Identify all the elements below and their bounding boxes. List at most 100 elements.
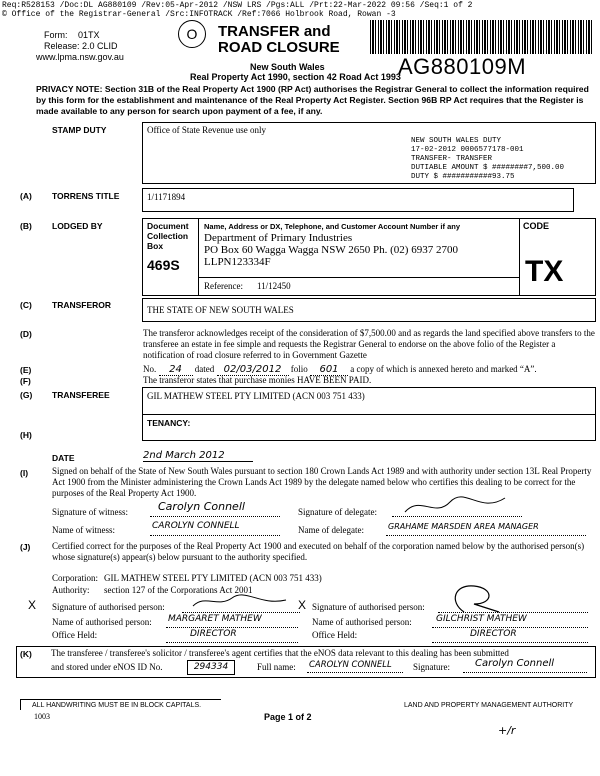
fullname-label: Full name: (257, 662, 296, 672)
name-address-header: Name, Address or DX, Telephone, and Cust… (204, 222, 461, 231)
folio-value: 601 (310, 364, 348, 376)
section-g-code: (G) (20, 390, 33, 400)
k-signature-line (463, 659, 587, 673)
enos-certification-box: (K) The transferee / transferee's solici… (16, 646, 596, 678)
section-i-code: (I) (20, 468, 29, 478)
name-auth2-line (432, 613, 588, 628)
name-auth2-label: Name of authorised person: (312, 617, 412, 627)
form-value: 01TX (78, 30, 100, 40)
authority-label: Authority: (52, 585, 90, 595)
signature-cross-mark: X (298, 598, 307, 612)
office1-line (166, 628, 298, 643)
sig-witness-line (150, 502, 280, 517)
barcode (370, 20, 592, 54)
name-witness-line (150, 521, 280, 536)
sig-auth1-line (182, 598, 300, 613)
stamp-duty-box: Office of State Revenue use only NEW SOU… (142, 122, 596, 184)
page-number: Page 1 of 2 (264, 712, 312, 722)
section-h-code: (H) (20, 430, 32, 440)
purchase-monies-text: The transferor states that purchase moni… (143, 375, 372, 385)
crown-signing-text: Signed on behalf of the State of New Sou… (52, 466, 592, 498)
gazette-no: 24 (158, 364, 193, 376)
auth1-signature (192, 594, 287, 607)
name-delegate-label: Name of delegate: (298, 525, 364, 535)
stamp-text: NEW SOUTH WALES DUTY 17-02-2012 00065771… (411, 137, 564, 182)
enos-text-line1: The transferee / transferee's solicitor … (51, 648, 509, 658)
corporation-value: GIL MATHEW STEEL PTY LIMITED (ACN 003 75… (104, 573, 322, 583)
transferee-box: GIL MATHEW STEEL PTY LIMITED (ACN 003 75… (142, 387, 596, 441)
sig-auth2-label: Signature of authorised person: (312, 602, 425, 612)
section-d-code: (D) (20, 329, 32, 339)
website: www.lpma.nsw.gov.au (36, 52, 124, 62)
reference-value: 11/12450 (257, 281, 291, 291)
office1-label: Office Held: (52, 630, 98, 640)
torrens-title-value: 1/1171894 (147, 192, 186, 202)
transferee-value: GIL MATHEW STEEL PTY LIMITED (ACN 003 75… (147, 391, 365, 401)
lodger-line: LLPN123334F (204, 256, 271, 268)
margin-mark: +/r (498, 724, 516, 737)
office2-label: Office Held: (312, 630, 358, 640)
name-witness-label: Name of witness: (52, 525, 115, 535)
transferor-label: TRANSFEROR (52, 300, 112, 310)
divider (198, 219, 199, 295)
gazette-date: 02/03/2012 (216, 364, 289, 376)
date-label: DATE (52, 453, 75, 463)
lodged-by-label: LODGED BY (52, 221, 103, 231)
doc-collection-box-value: 469S (147, 257, 180, 273)
name-auth1-label: Name of authorised person: (52, 617, 152, 627)
doc-collection-box-label: Document Collection Box (147, 221, 189, 251)
office1-value: DIRECTOR (190, 629, 237, 639)
corporation-label: Corporation: (52, 573, 98, 583)
witness-name: CAROLYN CONNELL (152, 521, 240, 531)
privacy-note: PRIVACY NOTE: Section 31B of the Real Pr… (36, 84, 589, 116)
sig-auth2-line (438, 598, 588, 613)
osr-use-only: Office of State Revenue use only (147, 125, 267, 135)
stamp-line: 17-02-2012 0006577178-001 (411, 146, 524, 154)
form-title-line1: TRANSFER and (218, 23, 331, 40)
name-auth1-line (166, 613, 298, 628)
delegate-signature (404, 496, 506, 513)
sig-auth1-label: Signature of authorised person: (52, 602, 165, 612)
authority-value: section 127 of the Corporations Act 2001 (104, 585, 253, 595)
tenancy-label: TENANCY: (147, 418, 191, 428)
stamp-line: DUTY $ ###########93.75 (411, 173, 515, 181)
signature-cross-mark: X (28, 598, 37, 612)
corporation-certification-text: Certified correct for the purposes of th… (52, 541, 585, 562)
gazette-line: No. 24 dated 02/03/2012 folio 601 a copy… (143, 364, 595, 376)
section-a-code: (A) (20, 191, 32, 201)
k-signature: Carolyn Connell (475, 658, 555, 669)
annexure-text: a copy of which is annexed hereto and ma… (350, 364, 537, 374)
section-c-code: (C) (20, 300, 32, 310)
lodger-line: PO Box 60 Wagga Wagga NSW 2650 Ph. (02) … (204, 244, 458, 256)
auth2-signature (454, 585, 500, 613)
stamp-line: NEW SOUTH WALES DUTY (411, 137, 502, 145)
section-e-code: (E) (20, 365, 32, 375)
divider (519, 219, 520, 295)
handwriting-note-bracket (20, 699, 221, 710)
torrens-title-label: TORRENS TITLE (52, 191, 120, 201)
code-value: TX (525, 255, 564, 288)
stamp-line: TRANSFER- TRANSFER (411, 155, 493, 163)
divider (143, 414, 595, 415)
request-line: Req:R528153 /Doc:DL AG880109 /Rev:05-Apr… (2, 1, 473, 10)
fullname-line (307, 659, 403, 673)
transferor-value: THE STATE OF NEW SOUTH WALES (147, 305, 294, 315)
authority-footer: LAND AND PROPERTY MANAGEMENT AUTHORITY (404, 702, 574, 709)
form-number: 1003 (34, 712, 50, 721)
lodged-by-box: Document Collection Box 469S Name, Addre… (142, 218, 596, 296)
sig-delegate-label: Signature of delegate: (298, 507, 377, 517)
lodger-line: Department of Primary Industries (204, 232, 353, 244)
reference-label: Reference: (204, 281, 243, 291)
auth1-name: MARGARET MATHEW (168, 614, 262, 624)
lodger-details: Department of Primary Industries PO Box … (204, 232, 458, 268)
code-label: CODE (523, 221, 550, 231)
form-title-line2: ROAD CLOSURE (218, 39, 340, 56)
stamp-duty-label: STAMP DUTY (52, 125, 107, 135)
source-line: © Office of the Registrar-General /Src:I… (2, 10, 396, 19)
k-signature-label: Signature: (413, 662, 450, 672)
auth2-name: GILCHRIST MATHEW (436, 614, 527, 624)
office2-line (432, 628, 588, 643)
release-label: Release: 2.0 CLID (44, 41, 118, 51)
enos-id-value: 294334 (187, 660, 235, 675)
transferee-label: TRANSFEREE (52, 390, 110, 400)
